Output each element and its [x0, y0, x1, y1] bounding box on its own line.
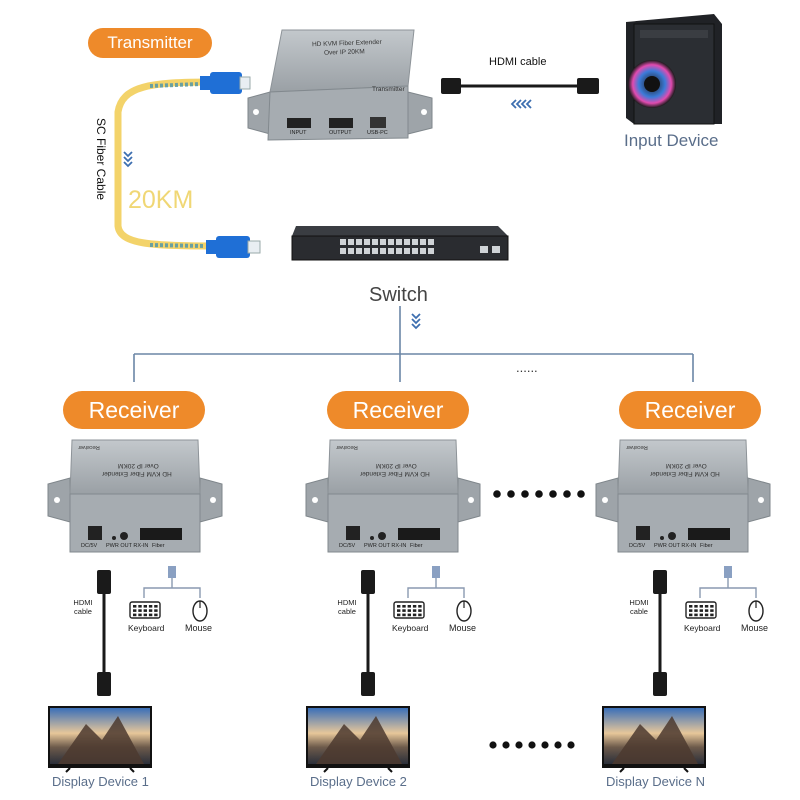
receiver-device-1 — [47, 439, 223, 553]
usb-plug-icon-2 — [432, 566, 440, 578]
mouse-icon-1 — [192, 600, 208, 622]
transmitter-device — [247, 29, 433, 141]
mouse-label-2: Mouse — [449, 623, 477, 633]
display-device-icon-2 — [306, 706, 410, 773]
mouse-label-3: Mouse — [741, 623, 769, 633]
dots-separator-displays — [489, 741, 575, 749]
transmitter-title-line2: Over IP 20KM — [323, 48, 365, 57]
receiver-port-pwr-3: PWR OUT RX-IN — [654, 543, 697, 549]
hdmi-plug-bottom-2 — [361, 672, 375, 696]
receiver-name-2: Receiver — [336, 444, 358, 450]
hdmi-plug-top-3 — [653, 570, 667, 594]
receiver-port-dc-3: DC/5V — [629, 543, 646, 549]
hdmi-cable-label-3: HDMI cable — [629, 598, 649, 616]
hdmi-cable-label-2: HDMI cable — [337, 598, 357, 616]
usb-split-line-2 — [407, 587, 465, 598]
hdmi-plug-bottom-1 — [97, 672, 111, 696]
left-chevrons-hdmi — [511, 99, 532, 109]
display-device-icon-3 — [602, 706, 706, 773]
hdmi-plug-top-2 — [361, 570, 375, 594]
receiver-pill-1: Receiver — [63, 391, 205, 429]
receiver-port-pwr-2: PWR OUT RX-IN — [364, 543, 407, 549]
transmitter-pill: Transmitter — [88, 28, 212, 58]
keyboard-icon-1 — [129, 601, 161, 619]
network-switch — [291, 226, 509, 261]
hdmi-cable-label-1: HDMI cable — [73, 598, 93, 616]
mouse-icon-2 — [456, 600, 472, 622]
transmitter-port-usb: USB-PC — [367, 130, 388, 136]
keyboard-label-1: Keyboard — [128, 623, 165, 633]
hdmi-plug-top-1 — [97, 570, 111, 594]
receiver-title-line1-3: HD KVM Fiber Extender — [650, 470, 720, 477]
receiver-pill-2: Receiver — [327, 391, 469, 429]
display-device-icon-1 — [48, 706, 152, 773]
switch-label: Switch — [369, 284, 428, 306]
receiver-port-dc-2: DC/5V — [339, 543, 356, 549]
receiver-port-pwr-1: PWR OUT RX-IN — [106, 543, 149, 549]
usb-split-line-3 — [699, 587, 757, 598]
sc-connector-bottom — [206, 236, 261, 258]
receiver-title-line2-3: Over IP 20KM — [666, 462, 707, 469]
transmitter-port-input: INPUT — [290, 130, 307, 136]
down-chevrons-switch — [411, 313, 421, 329]
display-label-2: Display Device 2 — [310, 774, 407, 789]
receiver-device-2 — [305, 439, 481, 553]
mouse-label-1: Mouse — [185, 623, 213, 633]
distance-label: 20KM — [128, 186, 194, 214]
receiver-port-fiber-2: Fiber — [410, 543, 423, 549]
keyboard-icon-2 — [393, 601, 425, 619]
keyboard-label-3: Keyboard — [684, 623, 721, 633]
usb-split-line-1 — [143, 587, 201, 598]
receiver-port-fiber-1: Fiber — [152, 543, 165, 549]
receiver-port-fiber-3: Fiber — [700, 543, 713, 549]
usb-plug-icon-3 — [724, 566, 732, 578]
transmitter-port-output: OUTPUT — [329, 130, 352, 136]
hdmi-cable-top-label: HDMI cable — [489, 56, 547, 68]
input-device-label: Input Device — [624, 131, 719, 150]
transmitter-name: Transmitter — [372, 86, 405, 93]
mouse-icon-3 — [748, 600, 764, 622]
hdmi-cable-top — [441, 78, 599, 94]
dots-separator-devices — [493, 490, 585, 498]
branch-lines — [133, 306, 694, 382]
fiber-cable — [114, 78, 218, 250]
receiver-port-dc-1: DC/5V — [81, 543, 98, 549]
receiver-device-3 — [595, 439, 771, 553]
receiver-title-line2-2: Over IP 20KM — [376, 462, 417, 469]
down-chevrons-fiber — [123, 151, 133, 167]
receiver-pill-3: Receiver — [619, 391, 761, 429]
receiver-title-line2-1: Over IP 20KM — [118, 462, 159, 469]
display-label-3: Display Device N — [606, 774, 705, 789]
pc-tower-icon — [626, 14, 722, 125]
keyboard-label-2: Keyboard — [392, 623, 429, 633]
sc-connector-top — [200, 72, 251, 94]
branch-dots: ...... — [516, 360, 538, 375]
display-label-1: Display Device 1 — [52, 774, 149, 789]
keyboard-icon-3 — [685, 601, 717, 619]
hdmi-plug-bottom-3 — [653, 672, 667, 696]
receiver-title-line1-2: HD KVM Fiber Extender — [360, 470, 430, 477]
fiber-cable-label: SC Fiber Cable — [94, 118, 108, 201]
receiver-name-3: Receiver — [626, 444, 648, 450]
receiver-name-1: Receiver — [78, 444, 100, 450]
receiver-title-line1-1: HD KVM Fiber Extender — [102, 470, 172, 477]
usb-plug-icon-1 — [168, 566, 176, 578]
